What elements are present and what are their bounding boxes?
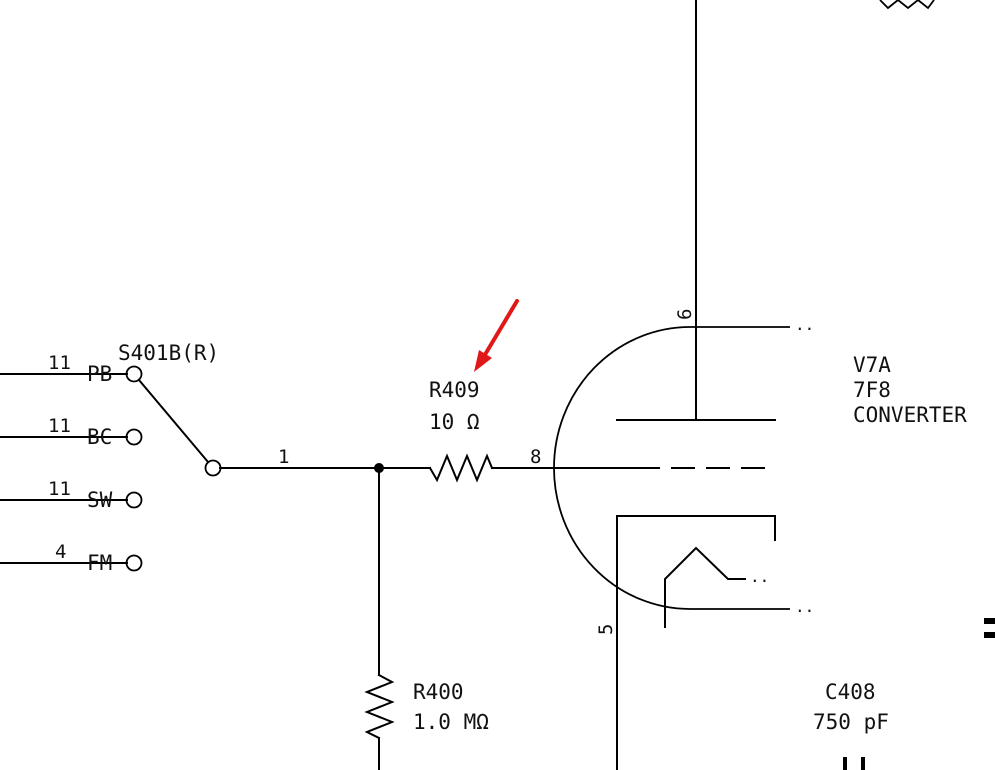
cathode-pin-label: 5 [595,624,617,635]
arrow-shaft [481,299,519,360]
tube-top-ellipsis: .. [795,315,814,334]
tube-envelope [553,326,691,610]
tube-ref-label: V7A [853,353,891,377]
heater-filament [664,546,746,628]
switch-s401b: S401B(R) 11 11 11 4 PB BC SW FM [0,341,222,575]
pin-label-fm: 4 [55,541,66,563]
position-label-fm: FM [87,551,112,575]
c408-value-label: 750 pF [813,710,889,734]
c408-plate-right [861,757,865,770]
pin-label-pb: 11 [48,352,71,374]
resistor-r400: R400 1.0 MΩ [364,467,489,770]
capacitor-c408: C408 750 pF [813,680,889,770]
vacuum-tube-v7a: .. .. 6 5 .. V7A 7F8 CONVERTER [553,0,967,770]
common-pin-label: 1 [278,446,289,468]
r409-zigzag [428,453,494,483]
tube-type-label: 7F8 [853,378,891,402]
switch-wiper [137,378,210,464]
r409-ref-label: R409 [429,378,480,402]
r400-zigzag [364,673,395,740]
heater-ellipsis: .. [750,567,769,586]
pin-label-sw: 11 [48,478,71,500]
resistor-r409: R409 10 Ω [428,378,494,483]
edge-fragment-bottom [984,632,995,638]
contact-bc [125,428,143,446]
r400-ref-label: R400 [413,680,464,704]
pin-label-bc: 11 [48,415,71,437]
annotation-arrow [474,299,519,372]
switch-ref-label: S401B(R) [118,341,219,365]
grid-pin-label: 8 [530,446,541,468]
tube-bottom-ellipsis: .. [795,597,814,616]
contact-sw [125,491,143,509]
contact-pb [125,365,143,383]
position-label-sw: SW [87,488,113,512]
position-label-pb: PB [87,362,112,386]
position-label-bc: BC [87,425,112,449]
c408-ref-label: C408 [825,680,876,704]
plate-pin-label: 6 [674,309,696,320]
r409-value-label: 10 Ω [429,410,480,434]
edge-fragment-top [984,618,995,624]
contact-common [204,459,222,477]
contact-fm [125,554,143,572]
r400-value-label: 1.0 MΩ [413,710,489,734]
c408-plate-left [843,757,847,770]
tube-function-label: CONVERTER [853,403,967,427]
arrow-head [474,350,492,372]
partial-resistor-top [879,0,935,10]
